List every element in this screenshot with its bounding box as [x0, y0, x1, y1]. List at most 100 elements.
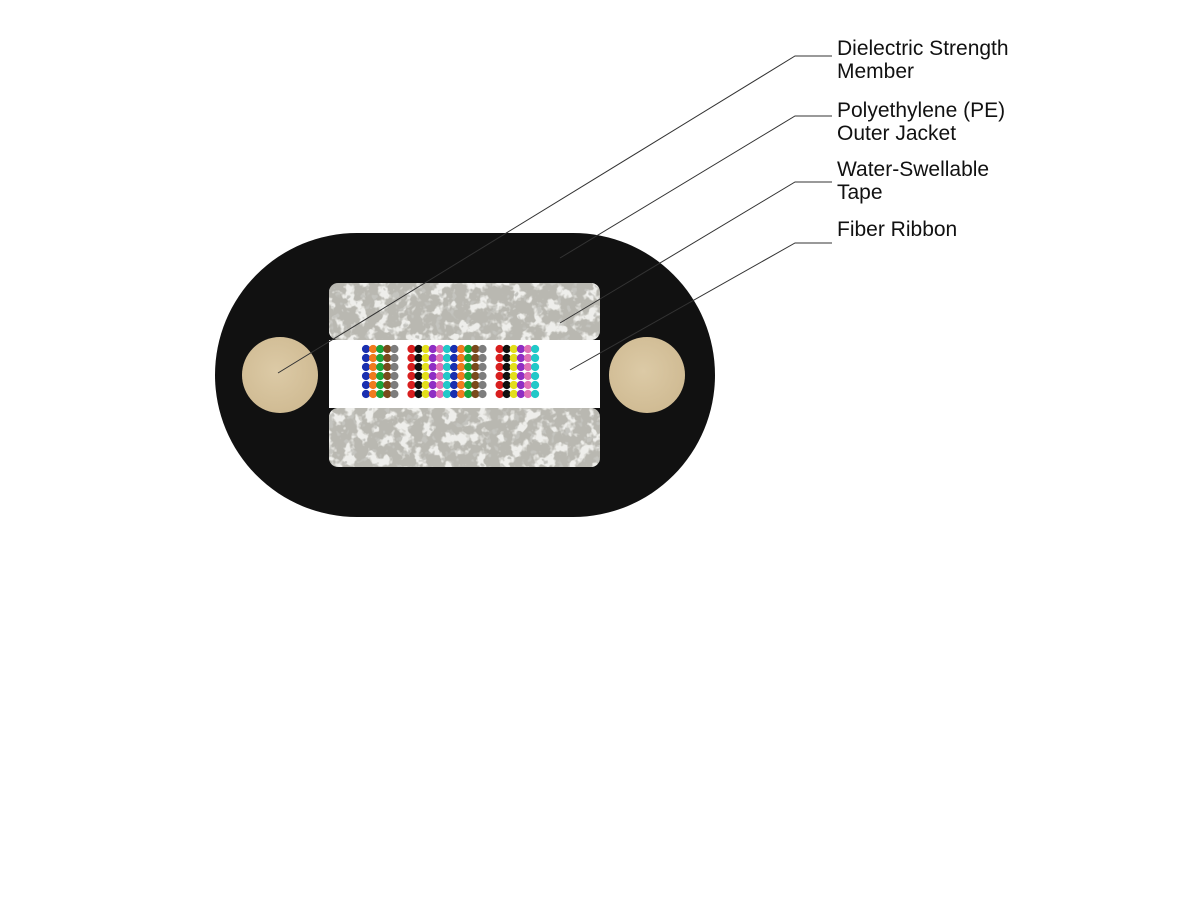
callout-strength-line-1: Dielectric Strength — [837, 37, 1009, 60]
fiber-dot — [369, 371, 378, 381]
fiber-dot — [509, 344, 518, 354]
fiber-dot — [478, 389, 487, 399]
fiber-dot — [523, 389, 533, 399]
fiber-dot — [471, 344, 480, 354]
fiber-dot — [531, 344, 540, 354]
callout-strength-member: Dielectric Strength Member — [837, 37, 1014, 83]
fiber-dot — [509, 353, 518, 363]
fiber-dot — [478, 362, 487, 372]
fiber-dot — [478, 353, 487, 363]
fiber-dot — [414, 389, 423, 399]
fiber-dot — [471, 353, 480, 363]
fiber-dot — [376, 344, 385, 354]
fiber-dot — [471, 371, 480, 381]
fiber-dot — [428, 389, 437, 399]
fiber-dot — [442, 353, 452, 363]
leader-line-strength — [277, 55, 832, 374]
fiber-dot — [450, 362, 459, 372]
fiber-dot — [435, 389, 444, 399]
fiber-dot — [471, 380, 480, 390]
fiber-dot — [376, 362, 385, 372]
fiber-dot — [523, 344, 533, 354]
leader-line-ribbon — [569, 242, 832, 371]
fiber-dot — [390, 371, 399, 381]
fiber-dot — [383, 371, 392, 381]
fiber-dot — [361, 389, 371, 399]
callout-strength-line-2: Member — [837, 60, 914, 83]
fiber-dot — [509, 389, 518, 399]
callout-outer-jacket: Polyethylene (PE) Outer Jacket — [837, 99, 1011, 145]
fiber-dot — [450, 353, 459, 363]
fiber-dot — [502, 353, 511, 363]
fiber-dot — [495, 344, 504, 354]
fiber-dot — [376, 380, 385, 390]
fiber-dot — [464, 344, 473, 354]
callout-jacket-line-2: Outer Jacket — [837, 122, 956, 145]
fiber-dot — [390, 344, 399, 354]
fiber-dot — [450, 371, 459, 381]
callout-jacket-line-1: Polyethylene (PE) — [837, 99, 1005, 122]
fiber-dot — [435, 344, 444, 354]
fiber-dot — [464, 353, 473, 363]
fiber-dot — [502, 380, 511, 390]
fiber-dot — [390, 389, 399, 399]
fiber-dot — [450, 380, 459, 390]
fiber-dot — [523, 371, 533, 381]
fiber-dot — [428, 353, 437, 363]
fiber-dot — [376, 371, 385, 381]
fiber-dot — [523, 380, 533, 390]
fiber-dot — [407, 362, 416, 372]
fiber-dot — [502, 362, 511, 372]
water-swellable-tape-top — [329, 283, 600, 340]
fiber-dot — [361, 344, 371, 354]
callout-fiber-ribbon: Fiber Ribbon — [837, 218, 957, 241]
fiber-dot — [428, 371, 437, 381]
fiber-dot — [383, 344, 392, 354]
fiber-dot — [361, 380, 371, 390]
leader-line-jacket — [559, 115, 832, 259]
fiber-dot — [428, 362, 437, 372]
strength-member-left — [242, 337, 318, 413]
fiber-dot — [471, 389, 480, 399]
fiber-dot — [495, 362, 504, 372]
fiber-dot — [435, 380, 444, 390]
fiber-dot — [531, 389, 540, 399]
fiber-dot — [421, 389, 430, 399]
fiber-dot — [390, 353, 399, 363]
fiber-dot — [383, 353, 392, 363]
fiber-dot — [450, 344, 459, 354]
fiber-dot — [478, 380, 487, 390]
fiber-dot — [516, 380, 526, 390]
fiber-dot — [407, 344, 416, 354]
fiber-dot — [464, 380, 473, 390]
fiber-dot — [464, 389, 473, 399]
fiber-dot — [495, 353, 504, 363]
callout-ribbon-line-1: Fiber Ribbon — [837, 218, 957, 241]
fiber-dot — [428, 344, 437, 354]
leader-lines — [277, 55, 832, 374]
leader-line-tape — [559, 181, 832, 324]
fiber-dot — [509, 380, 518, 390]
fiber-dot — [383, 389, 392, 399]
callout-tape-line-2: Tape — [837, 181, 883, 204]
callout-tape-line-1: Water-Swellable — [837, 158, 989, 181]
fiber-dot — [471, 362, 480, 372]
fiber-dot — [464, 371, 473, 381]
fiber-dot — [407, 380, 416, 390]
fiber-dot — [523, 353, 533, 363]
fiber-dot — [457, 344, 466, 354]
callout-water-swellable-tape: Water-Swellable Tape — [837, 158, 995, 204]
fiber-dot — [502, 389, 511, 399]
fiber-dot — [531, 371, 540, 381]
fiber-dot — [414, 362, 423, 372]
fiber-dot — [516, 362, 526, 372]
fiber-dot — [442, 389, 452, 399]
fiber-dot — [435, 371, 444, 381]
fiber-dot — [407, 371, 416, 381]
fiber-dot — [421, 362, 430, 372]
fiber-dot — [516, 371, 526, 381]
fiber-dot — [383, 380, 392, 390]
fiber-dot — [502, 371, 511, 381]
fiber-dot — [421, 353, 430, 363]
fiber-dot — [421, 380, 430, 390]
